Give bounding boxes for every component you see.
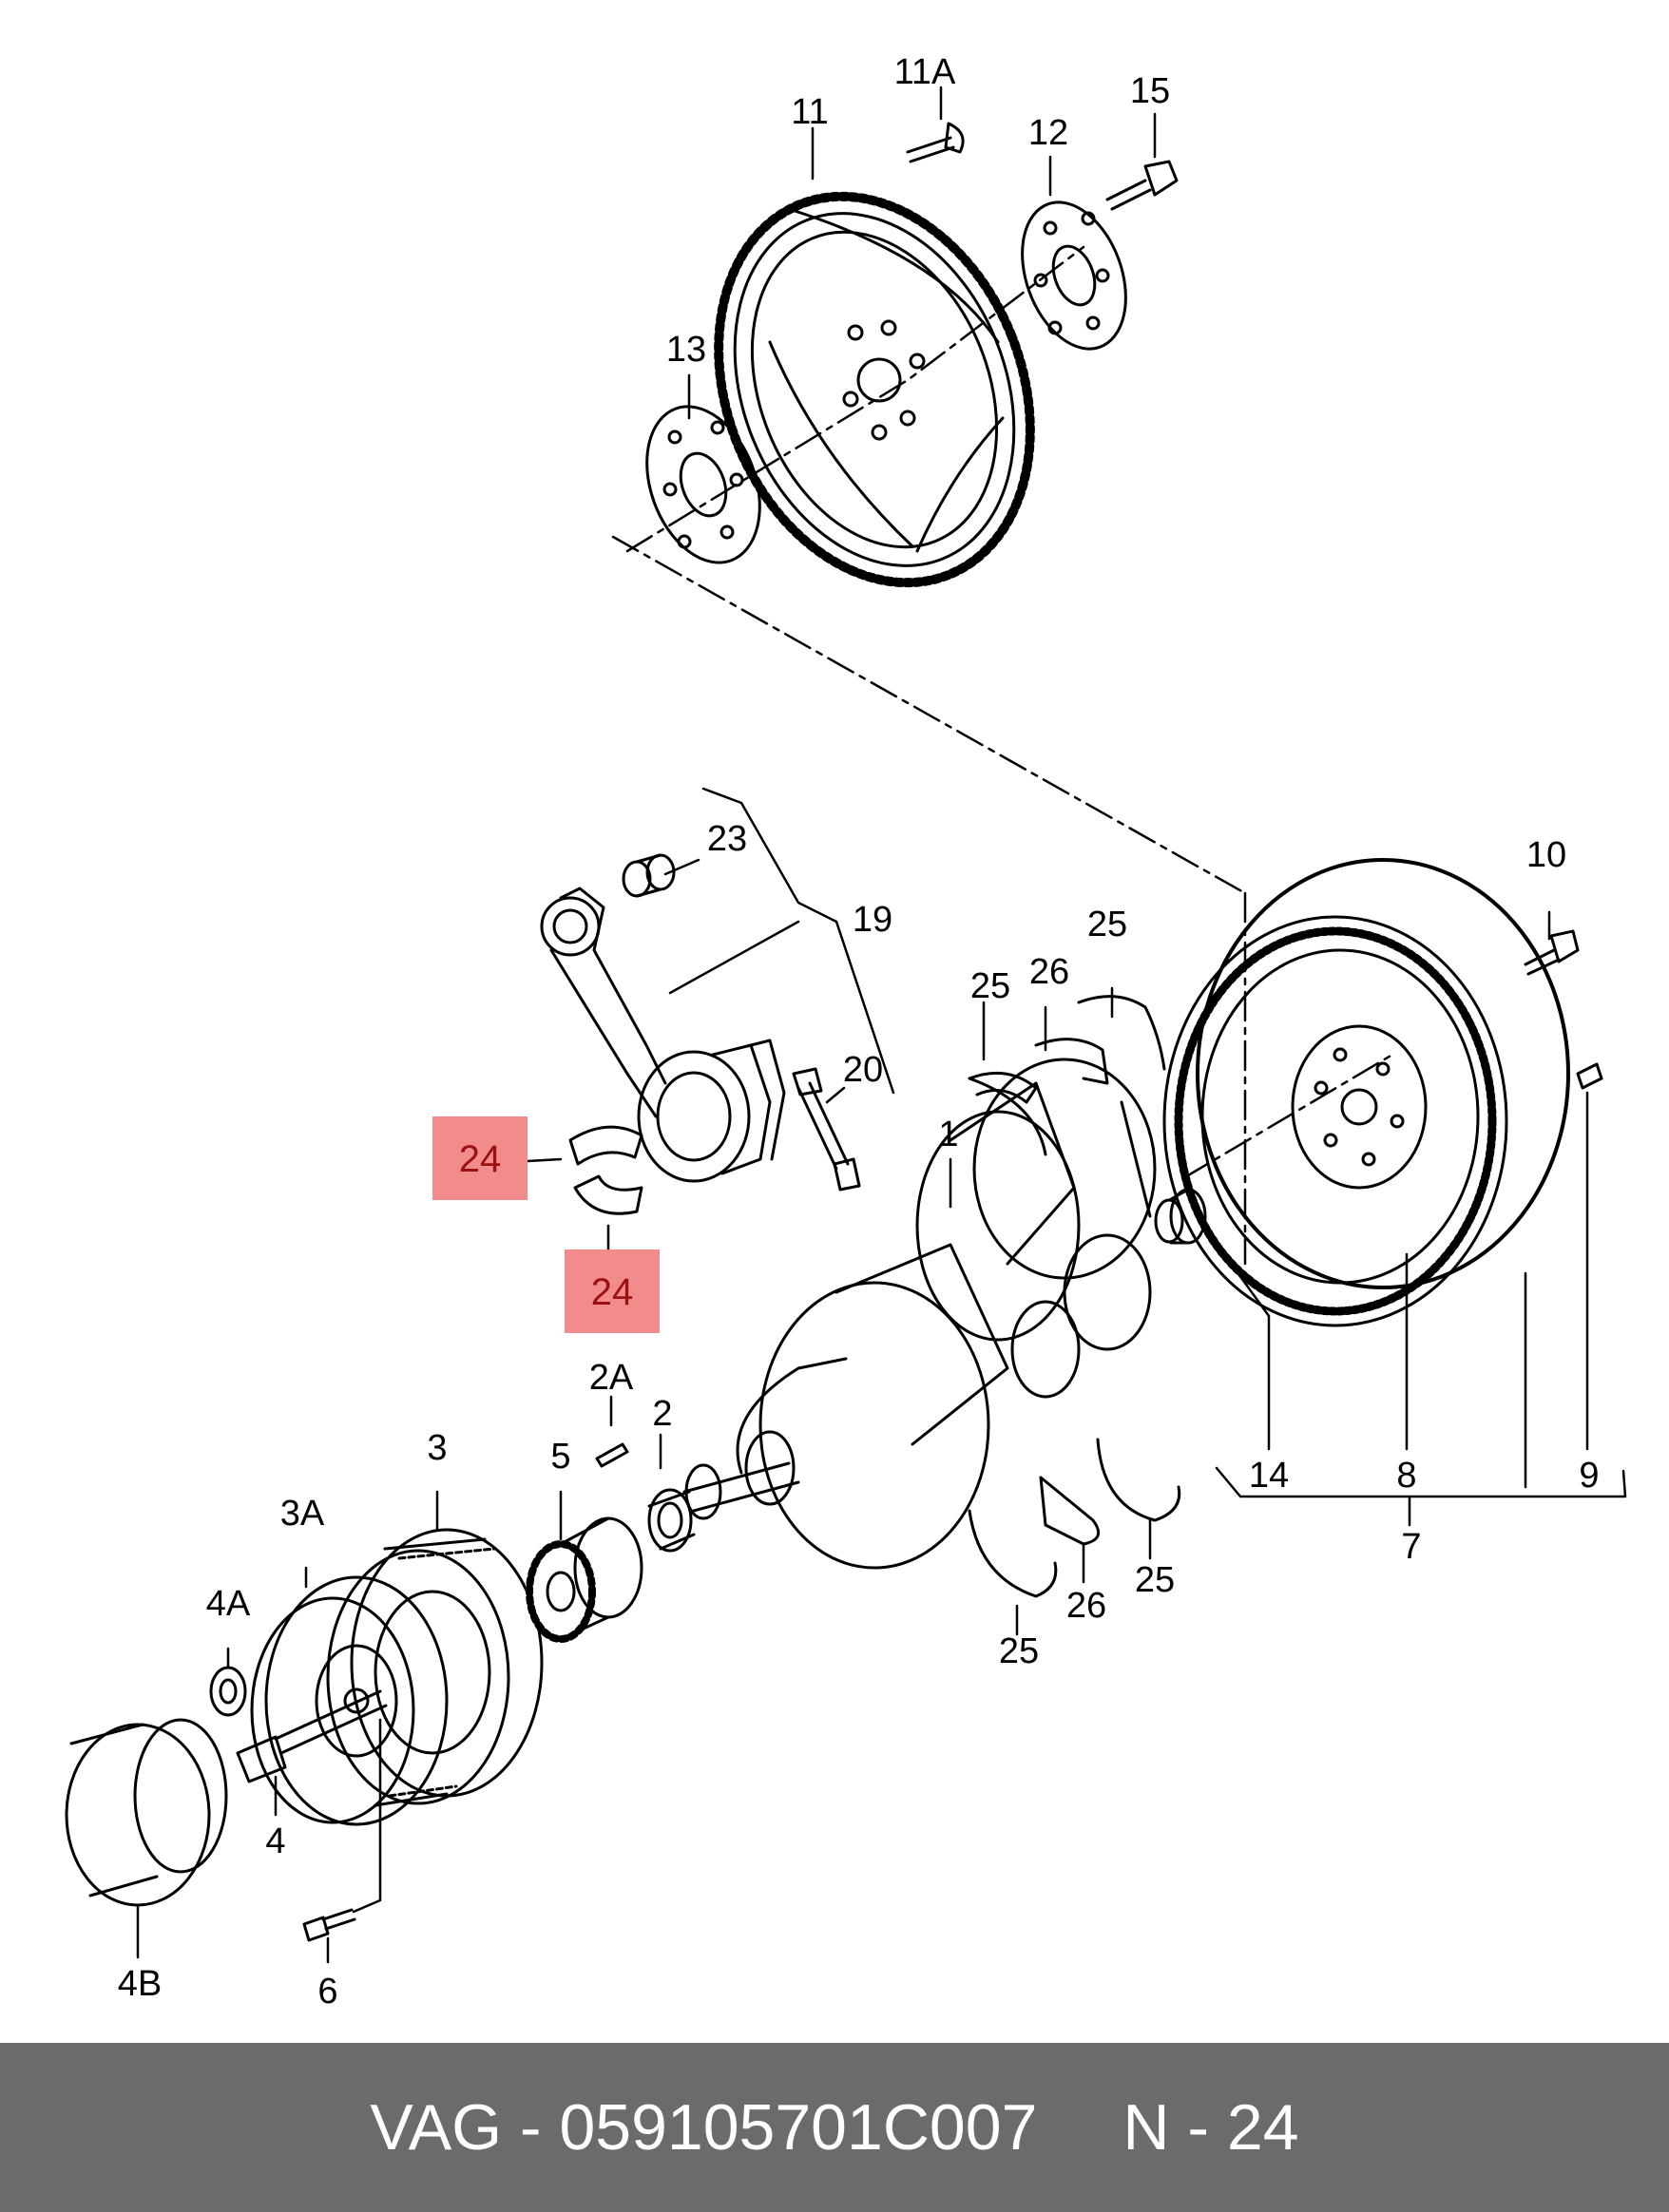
crankshaft	[682, 1058, 1157, 1570]
callout-23: 23	[707, 819, 747, 859]
woodruff-key	[595, 1442, 629, 1468]
callout-1: 1	[938, 1115, 958, 1154]
footer-ref: N - 24	[1122, 2091, 1299, 2164]
dowel-pin-9	[1576, 1062, 1603, 1090]
bolt-6	[302, 1908, 356, 1942]
dual-mass-flywheel	[1162, 858, 1570, 1327]
bolt-15	[1105, 160, 1179, 211]
callout-25-upper-left: 25	[970, 966, 1010, 1006]
callout-3: 3	[427, 1428, 447, 1468]
callout-25-lower-left: 25	[999, 1631, 1039, 1671]
callout-19: 19	[853, 900, 892, 940]
callout-4: 4	[265, 1821, 285, 1861]
highlight-box-24-top	[432, 1116, 528, 1200]
upper-main-bearing-shells	[968, 995, 1166, 1156]
callout-10: 10	[1526, 835, 1566, 875]
callout-25-lower-right: 25	[1135, 1560, 1175, 1600]
callout-24-top: 24	[459, 1138, 502, 1180]
callout-5: 5	[550, 1437, 570, 1477]
callout-4b: 4B	[118, 1964, 162, 2004]
callout-4a: 4A	[206, 1584, 251, 1624]
small-end-bush	[622, 853, 676, 898]
adapter-4b	[65, 1718, 228, 1907]
callout-8: 8	[1396, 1456, 1416, 1496]
callout-25-upper-right: 25	[1087, 905, 1127, 944]
reinforcement-plate	[645, 405, 761, 564]
callout-15: 15	[1130, 71, 1170, 111]
belt-pulley	[326, 1528, 544, 1807]
callout-11: 11	[791, 92, 828, 132]
part-number-footer: VAG - 059105701C007 N - 24	[0, 2043, 1669, 2212]
flex-plate-ring-gear	[714, 191, 1035, 588]
callout-2a: 2A	[589, 1358, 634, 1398]
washer-4a	[209, 1666, 247, 1717]
connecting-rod	[540, 887, 786, 1183]
callout-9: 9	[1579, 1456, 1599, 1496]
callout-12: 12	[1028, 113, 1068, 153]
callout-14: 14	[1249, 1456, 1289, 1496]
callout-6: 6	[317, 1972, 337, 2012]
bolt-10	[1524, 929, 1580, 976]
spacer-plate	[1021, 200, 1127, 351]
leader-lines	[136, 86, 1627, 1964]
callout-13: 13	[666, 330, 706, 370]
conrod-bearing-shells	[568, 1125, 643, 1215]
callout-2: 2	[652, 1394, 672, 1434]
callout-3a: 3A	[280, 1494, 325, 1534]
bolt-11a	[906, 122, 965, 163]
needle-bearing-14	[1154, 1188, 1207, 1245]
footer-brand: VAG	[370, 2091, 502, 2164]
callout-26-upper: 26	[1029, 952, 1069, 992]
vibration-damper	[250, 1575, 449, 1826]
footer-separator: -	[519, 2091, 542, 2164]
sleeve-2	[647, 1488, 696, 1553]
callout-11a: 11A	[894, 52, 956, 92]
highlight-box-24-bottom	[565, 1249, 660, 1333]
axis-lines	[611, 245, 1394, 1266]
callout-7: 7	[1401, 1527, 1421, 1567]
crankshaft-exploded-diagram: 24 24 11A 11 12 15 13 23 19 10 25 26 25 …	[65, 52, 1627, 2012]
footer-part-number: 059105701C007	[559, 2091, 1038, 2164]
callout-24-bottom: 24	[591, 1271, 634, 1313]
timing-gear	[526, 1516, 643, 1643]
conrod-bolt	[792, 1067, 861, 1192]
callout-20: 20	[843, 1050, 883, 1090]
callout-26-lower: 26	[1066, 1586, 1106, 1626]
central-bolt	[236, 1689, 388, 1783]
